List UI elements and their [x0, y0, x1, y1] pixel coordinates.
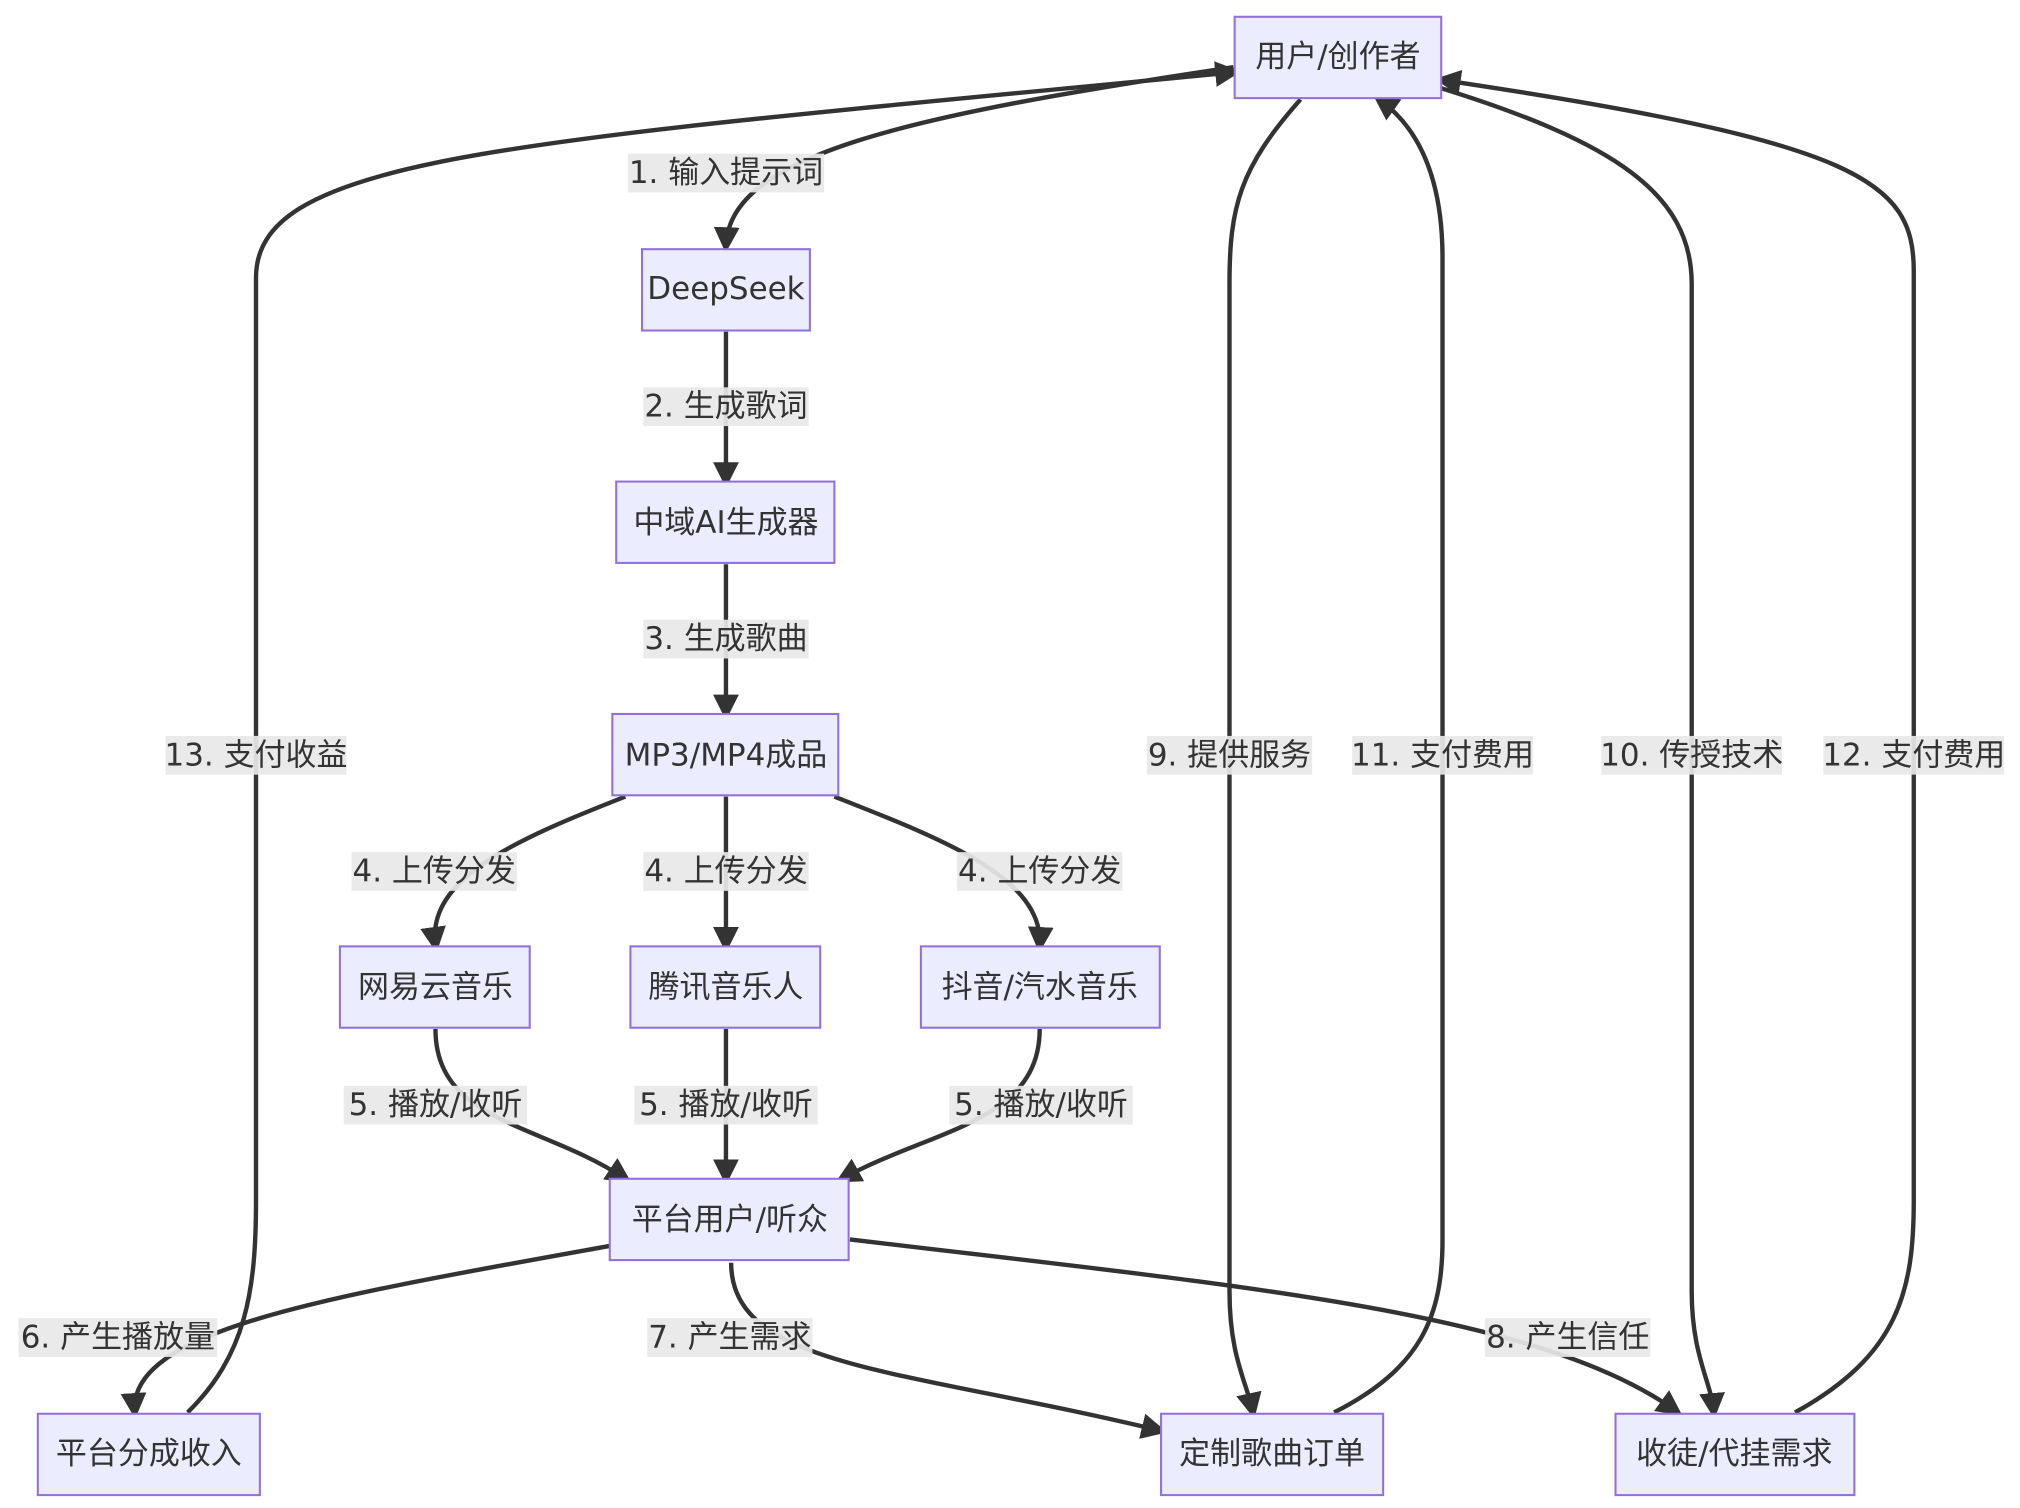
node-apprentice-demand-label: 收徒/代挂需求 [1636, 1436, 1832, 1472]
node-custom-song-orders[interactable]: 定制歌曲订单 [1160, 1412, 1385, 1497]
edge-label-4c-text: 4. 上传分发 [958, 853, 1121, 889]
edge-label-8: 8. 产生信任 [1485, 1318, 1651, 1357]
edge-label-1: 1. 输入提示词 [627, 153, 825, 193]
edges [120, 61, 1916, 1439]
edge-label-10: 10. 传授技术 [1600, 735, 1783, 775]
edge-label-5b: 5. 播放/收听 [634, 1085, 818, 1125]
node-apprentice-demand[interactable]: 收徒/代挂需求 [1614, 1412, 1856, 1497]
node-custom-song-orders-label: 定制歌曲订单 [1179, 1436, 1365, 1472]
node-tencent-musician[interactable]: 腾讯音乐人 [629, 945, 822, 1029]
edge-label-5a-text: 5. 播放/收听 [349, 1087, 523, 1123]
edge-label-11: 11. 支付费用 [1351, 735, 1534, 775]
node-douyin-qishui-music-label: 抖音/汽水音乐 [942, 970, 1138, 1006]
edge-label-7-text: 7. 产生需求 [648, 1320, 811, 1356]
edge-label-5b-text: 5. 播放/收听 [639, 1087, 813, 1123]
edge-7-demand [728, 1262, 1168, 1439]
edge-8-trust [849, 1237, 1683, 1416]
edge-label-1-text: 1. 输入提示词 [629, 155, 823, 191]
edge-label-11-text: 11. 支付费用 [1351, 737, 1534, 773]
edge-label-4c: 4. 上传分发 [957, 852, 1123, 891]
node-netease-music[interactable]: 网易云音乐 [338, 945, 531, 1029]
node-tencent-musician-label: 腾讯音乐人 [649, 970, 804, 1006]
edge-label-5c: 5. 播放/收听 [949, 1085, 1133, 1125]
edge-label-6-text: 6. 产生播放量 [21, 1320, 215, 1356]
node-platform-revenue-share[interactable]: 平台分成收入 [36, 1412, 261, 1497]
edge-label-12-text: 12. 支付费用 [1822, 737, 2005, 773]
node-platform-listeners-label: 平台用户/听众 [632, 1202, 828, 1238]
edge-label-9-text: 9. 提供服务 [1148, 737, 1311, 773]
edge-1-input-prompt [713, 64, 1234, 254]
edge-label-2: 2. 生成歌词 [643, 387, 809, 427]
node-platform-revenue-share-label: 平台分成收入 [56, 1436, 242, 1472]
node-netease-music-label: 网易云音乐 [358, 970, 513, 1006]
edge-label-10-text: 10. 传授技术 [1600, 737, 1783, 773]
edge-9-provide-service [1227, 97, 1303, 1419]
edge-label-4a-text: 4. 上传分发 [353, 853, 516, 889]
node-douyin-qishui-music[interactable]: 抖音/汽水音乐 [919, 945, 1161, 1029]
node-mp3-mp4-output[interactable]: MP3/MP4成品 [611, 712, 840, 797]
edge-label-8-text: 8. 产生信任 [1486, 1320, 1649, 1356]
edge-labels: 1. 输入提示词 2. 生成歌词 3. 生成歌曲 4. 上传分发 4. 上传分发… [18, 153, 2005, 1357]
edge-label-7: 7. 产生需求 [647, 1318, 813, 1357]
node-user-creator[interactable]: 用户/创作者 [1233, 15, 1443, 100]
edge-12-pay-fee [1434, 69, 1916, 1415]
node-zhongyu-ai-generator-label: 中域AI生成器 [633, 505, 818, 541]
edge-label-6: 6. 产生播放量 [18, 1318, 218, 1357]
node-mp3-mp4-output-label: MP3/MP4成品 [625, 737, 828, 773]
edge-label-13-text: 13. 支付收益 [165, 737, 348, 773]
edge-label-3: 3. 生成歌曲 [643, 619, 809, 659]
edge-6-play-count [120, 1243, 611, 1419]
edge-label-5a: 5. 播放/收听 [343, 1085, 528, 1125]
edge-label-9: 9. 提供服务 [1146, 735, 1313, 775]
edge-13-pay-revenue [186, 61, 1242, 1415]
edge-label-4b-text: 4. 上传分发 [644, 853, 807, 889]
edge-label-12: 12. 支付费用 [1822, 735, 2005, 775]
edge-label-4a: 4. 上传分发 [351, 852, 517, 891]
edge-label-13: 13. 支付收益 [165, 735, 348, 775]
node-zhongyu-ai-generator[interactable]: 中域AI生成器 [615, 480, 836, 564]
edge-label-4b: 4. 上传分发 [643, 852, 809, 891]
edge-label-2-text: 2. 生成歌词 [644, 389, 807, 425]
node-user-creator-label: 用户/创作者 [1255, 39, 1420, 75]
nodes: 用户/创作者 DeepSeek 中域AI生成器 MP3/MP4成品 网易云音乐 … [36, 15, 1856, 1497]
node-deepseek-label: DeepSeek [647, 271, 804, 307]
node-deepseek[interactable]: DeepSeek [641, 248, 811, 332]
edge-10-teach-skills [1439, 85, 1725, 1419]
edge-label-5c-text: 5. 播放/收听 [954, 1087, 1128, 1123]
edge-label-3-text: 3. 生成歌曲 [644, 621, 807, 657]
edge-11-pay-fee [1333, 94, 1445, 1415]
node-platform-listeners[interactable]: 平台用户/听众 [608, 1177, 850, 1262]
